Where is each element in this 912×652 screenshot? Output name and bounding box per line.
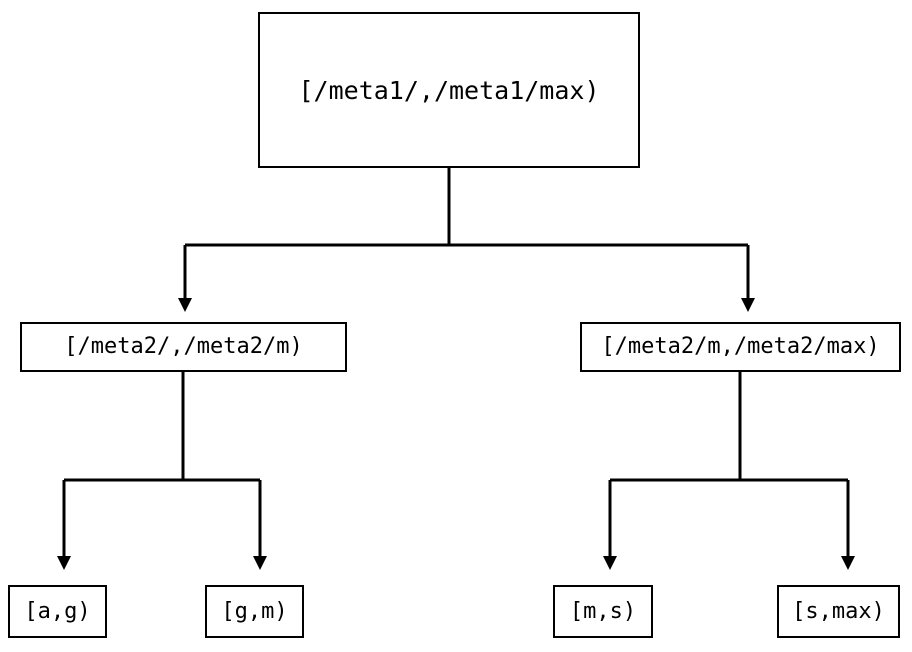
tree-node-mid-left[interactable]: [/meta2/,/meta2/m) (20, 322, 347, 372)
tree-node-mid-right-label: [/meta2/m,/meta2/max) (601, 334, 880, 359)
arrowhead-icon-leaf-smax (841, 556, 855, 570)
arrowhead-icon-leaf-ag (57, 556, 71, 570)
arrowhead-icon-mid-right (741, 298, 755, 312)
arrowhead-icon-leaf-ms (603, 556, 617, 570)
tree-node-leaf-g-m[interactable]: [g,m) (205, 585, 304, 638)
tree-node-root-label: [/meta1/,/meta1/max) (298, 75, 600, 105)
tree-node-leaf-s-max[interactable]: [s,max) (777, 585, 900, 638)
tree-node-leaf-m-s[interactable]: [m,s) (553, 585, 653, 638)
arrowhead-icon-leaf-gm (253, 556, 267, 570)
arrowhead-icon-mid-left (178, 298, 192, 312)
tree-node-mid-left-label: [/meta2/,/meta2/m) (64, 334, 303, 359)
tree-node-leaf-g-m-label: [g,m) (221, 598, 288, 624)
tree-node-root[interactable]: [/meta1/,/meta1/max) (258, 12, 640, 168)
tree-node-leaf-a-g-label: [a,g) (24, 598, 91, 624)
tree-node-leaf-a-g[interactable]: [a,g) (8, 585, 107, 638)
tree-node-leaf-s-max-label: [s,max) (792, 598, 885, 624)
tree-node-leaf-m-s-label: [m,s) (569, 598, 637, 624)
tree-node-mid-right[interactable]: [/meta2/m,/meta2/max) (580, 322, 901, 372)
